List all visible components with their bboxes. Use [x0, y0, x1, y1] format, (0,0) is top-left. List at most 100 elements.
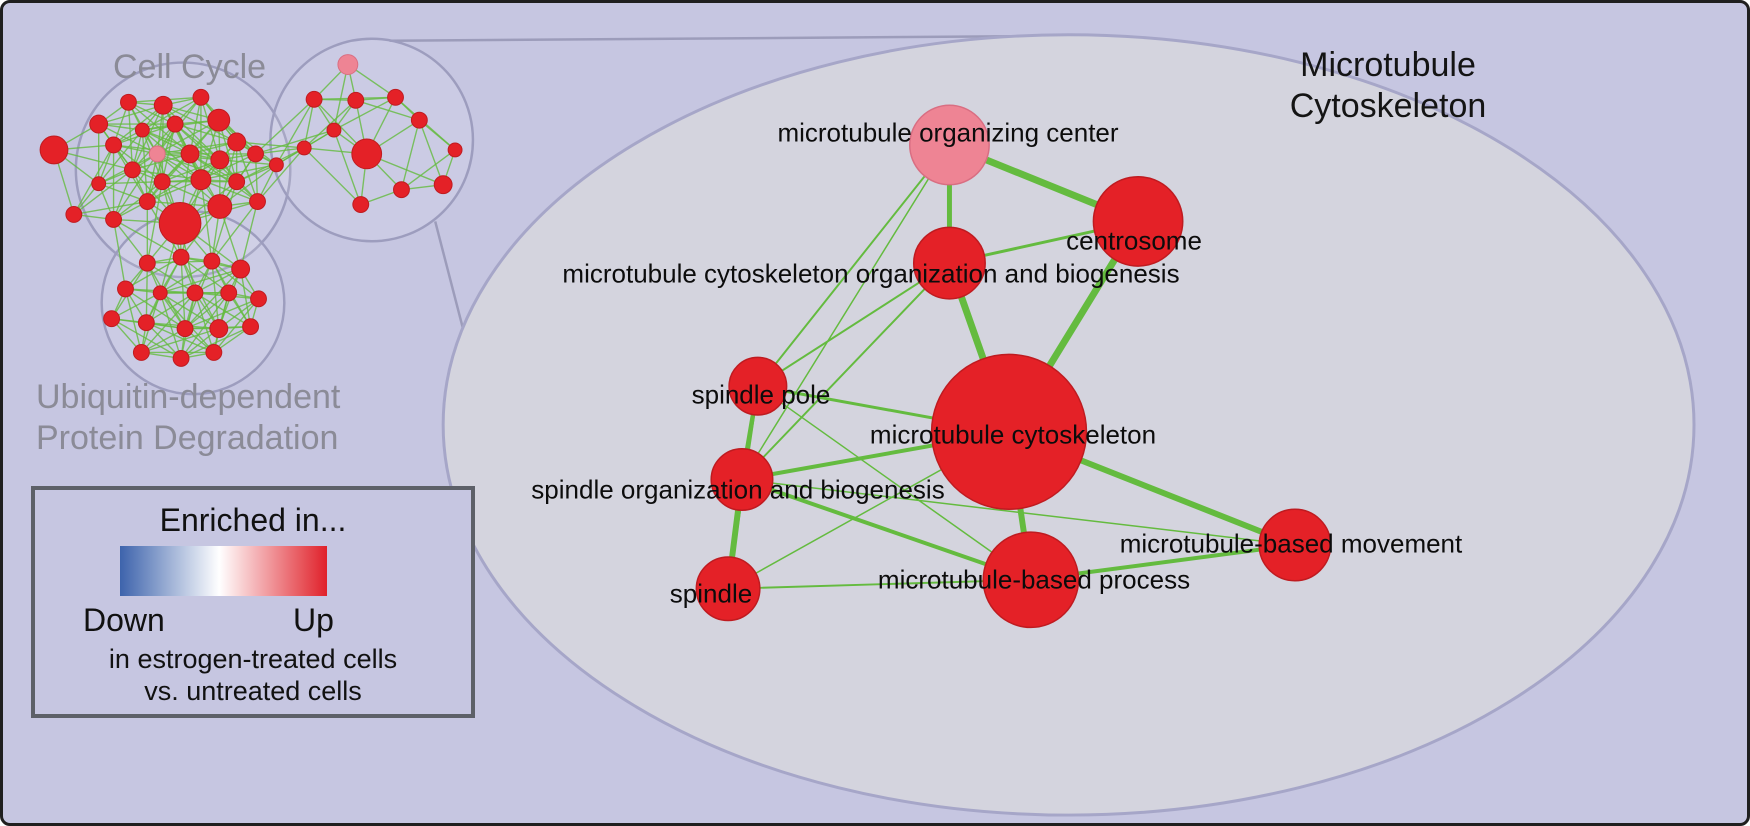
zoom-node-moc: [909, 104, 990, 186]
zoom-edge-mcob-spindle_pole: [756, 262, 951, 388]
mini-node: [138, 254, 156, 272]
mini-node: [447, 142, 463, 158]
mini-edge: [113, 218, 148, 264]
mini-node: [137, 314, 155, 332]
mini-edge: [275, 98, 315, 166]
mini-node: [153, 95, 173, 115]
mini-edge: [142, 96, 202, 131]
mini-node: [39, 135, 69, 165]
mini-edge: [140, 292, 196, 353]
mini-node: [117, 280, 134, 298]
mini-edge: [160, 268, 241, 294]
mini-edge: [236, 141, 259, 202]
mini-node: [134, 122, 150, 138]
mini-edge: [161, 159, 221, 183]
mini-node: [190, 169, 212, 191]
zoom-edge-spindle_pole-mbp: [757, 385, 1032, 581]
mini-node: [207, 194, 233, 219]
mini-edge: [174, 123, 238, 183]
mini-edge: [303, 147, 362, 206]
legend: Enriched in... Down Up in estrogen-treat…: [31, 486, 475, 718]
mini-edge: [132, 153, 191, 171]
mini-node: [172, 248, 190, 266]
mini-node: [296, 140, 312, 156]
mini-edge: [112, 219, 127, 290]
zoom-node-sob: [710, 447, 774, 512]
mini-node: [326, 122, 342, 138]
mini-edge: [189, 153, 258, 203]
mini-node: [351, 138, 383, 170]
mini-edge: [159, 292, 182, 359]
zoom-edge-mcob-sob: [740, 262, 951, 481]
mini-edge: [73, 200, 148, 216]
mini-edge: [211, 201, 259, 262]
mini-node: [103, 310, 121, 328]
mini-node: [138, 193, 156, 210]
mini-edge: [146, 322, 215, 354]
mini-edge: [184, 298, 259, 330]
zoom-node-mbm: [1258, 508, 1332, 582]
mini-edge: [200, 179, 213, 262]
zoom-edge-moc-spindle_pole: [756, 143, 951, 388]
zoom-node-mcob: [912, 226, 986, 300]
mini-edge: [400, 119, 421, 190]
mini-edge: [355, 99, 420, 121]
mini-edge: [113, 181, 163, 220]
mini-node: [228, 173, 246, 191]
mini-edge: [194, 292, 215, 353]
mini-node: [393, 181, 410, 199]
mini-node: [172, 349, 190, 367]
mini-node: [227, 132, 247, 152]
mini-node: [166, 115, 184, 133]
mini-node: [220, 284, 238, 302]
mini-node: [203, 252, 221, 270]
mini-edge: [159, 260, 213, 294]
legend-gradient-bar: [120, 546, 327, 596]
mini-edge: [255, 98, 315, 155]
mini-edge: [112, 169, 134, 220]
mini-node: [105, 210, 123, 228]
mini-node: [152, 285, 168, 301]
legend-title: Enriched in...: [159, 502, 347, 538]
mini-edge: [146, 123, 176, 202]
mini-node: [337, 54, 359, 75]
mini-node: [207, 108, 231, 132]
mini-node: [89, 114, 109, 134]
mini-node: [209, 319, 229, 339]
mini-edge: [184, 268, 242, 330]
zoom-node-mc: [930, 353, 1088, 511]
mini-edge: [219, 159, 277, 166]
legend-caption: in estrogen-treated cells vs. untreated …: [35, 644, 471, 708]
zoom-edge-moc-sob: [741, 144, 951, 481]
mini-node: [65, 206, 83, 223]
zoom-edge-spindle-mbp: [727, 578, 1032, 590]
mini-edge: [145, 263, 149, 323]
mini-edge: [125, 256, 182, 290]
mini-edge: [174, 123, 237, 143]
legend-down-label: Down: [83, 602, 165, 638]
mini-node: [153, 173, 171, 191]
mini-edge: [194, 292, 251, 328]
mini-edge: [184, 292, 230, 330]
mini-node: [148, 145, 166, 163]
mini-node: [231, 259, 251, 279]
mini-edge: [128, 101, 176, 125]
mini-edge: [146, 262, 196, 294]
zoom-node-mbp: [982, 531, 1080, 629]
mini-node: [192, 88, 210, 106]
mini-edge: [189, 97, 202, 155]
mini-node: [268, 157, 284, 173]
mini-node: [180, 144, 200, 164]
mini-edge: [255, 129, 335, 155]
mini-node: [105, 136, 123, 154]
network-canvas: [39, 33, 1696, 817]
mini-edge: [418, 119, 444, 185]
zoom-node-centrosome: [1092, 175, 1184, 267]
mini-node: [250, 290, 267, 308]
mini-edge: [98, 183, 148, 203]
mini-edge: [141, 327, 220, 354]
mini-edge: [162, 104, 221, 161]
mini-node: [242, 318, 260, 336]
mini-edge: [145, 292, 196, 324]
